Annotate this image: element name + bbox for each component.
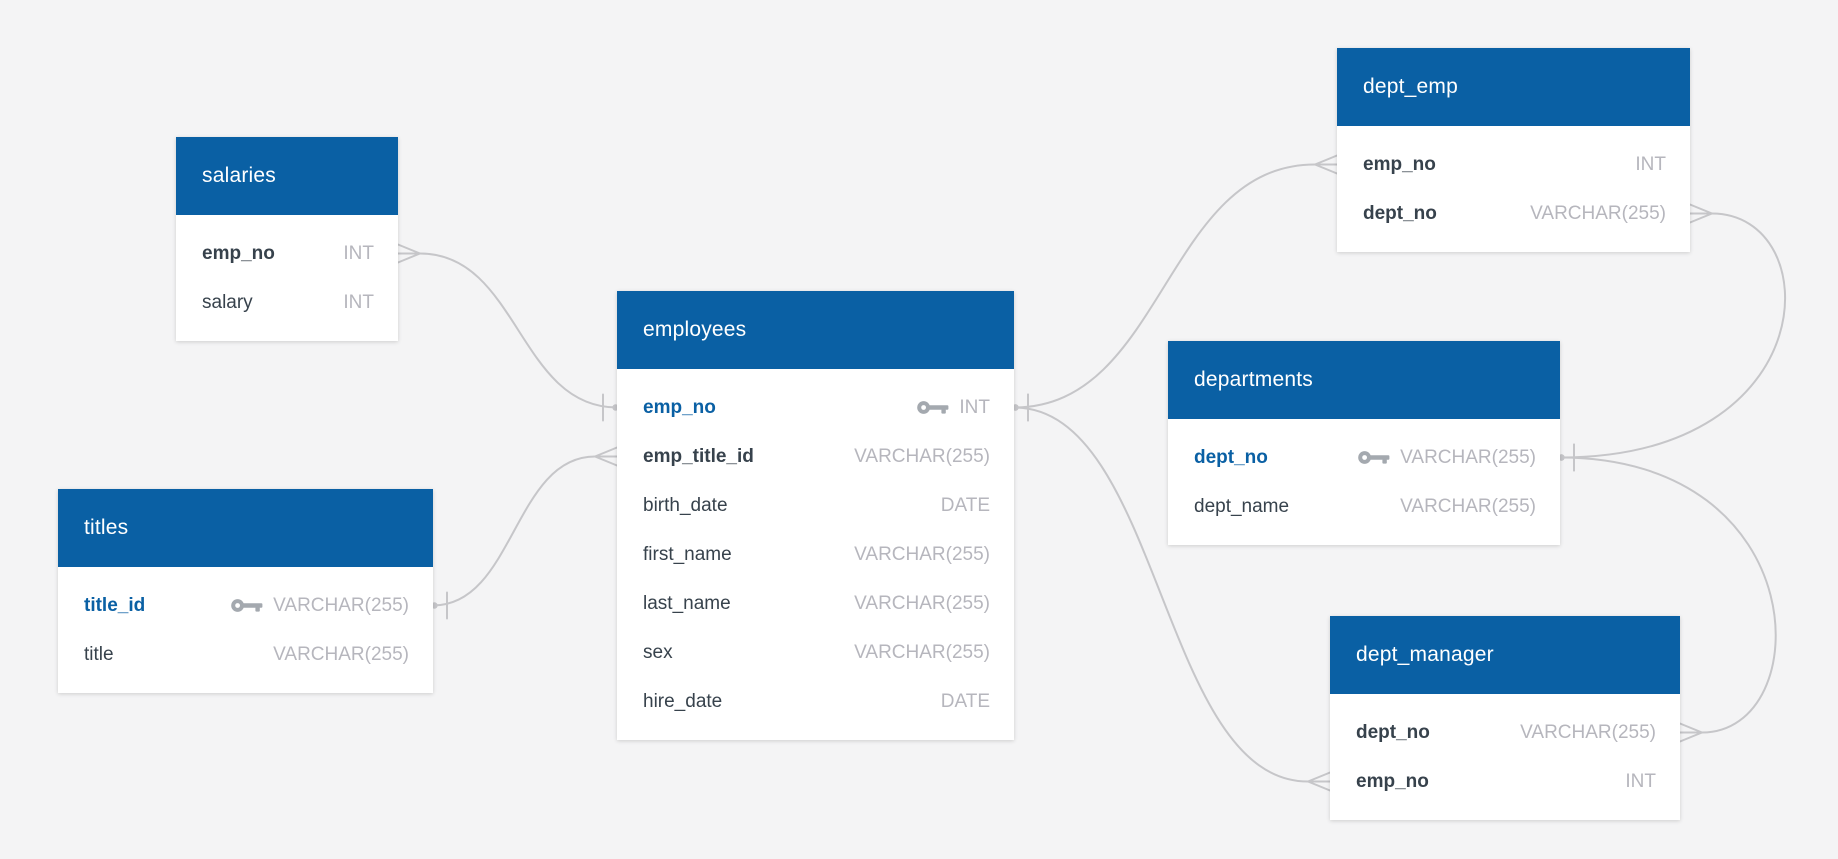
table-header-dept_manager[interactable]: dept_manager (1330, 616, 1680, 694)
relationship-connector (397, 243, 619, 422)
column-type: VARCHAR(255) (854, 543, 990, 565)
column-row-emp_no: emp_no INT (1337, 140, 1690, 189)
column-type: VARCHAR(255) (1400, 495, 1536, 517)
table-body: emp_no INT dept_no VARCHAR(255) (1337, 126, 1690, 252)
column-row-dept_no: dept_no VARCHAR(255) (1168, 433, 1560, 482)
column-name: salary (202, 291, 253, 313)
column-name: last_name (643, 592, 731, 614)
table-title: departments (1194, 368, 1313, 391)
relationship-line (1559, 212, 1787, 459)
column-row-last_name: last_name VARCHAR(255) (617, 579, 1014, 628)
relationship-line (419, 252, 618, 409)
column-name: dept_no (1363, 202, 1437, 224)
column-type: VARCHAR(255) (1530, 202, 1666, 224)
primary-key-icon (1358, 451, 1390, 464)
column-type: VARCHAR(255) (1520, 721, 1656, 743)
table-dept_emp[interactable]: dept_emp emp_no INT dept_no VARCHAR(255) (1337, 48, 1690, 252)
column-row-first_name: first_name VARCHAR(255) (617, 530, 1014, 579)
column-row-emp_title_id: emp_title_id VARCHAR(255) (617, 432, 1014, 481)
column-name: emp_no (202, 242, 275, 264)
column-type: DATE (940, 690, 990, 712)
column-name: emp_title_id (643, 445, 754, 467)
column-name: dept_no (1356, 721, 1430, 743)
column-row-title_id: title_id VARCHAR(255) (58, 581, 433, 630)
column-name: sex (643, 641, 673, 663)
table-dept_manager[interactable]: dept_manager dept_no VARCHAR(255) emp_no INT (1330, 616, 1680, 820)
column-row-birth_date: birth_date DATE (617, 481, 1014, 530)
column-row-sex: sex VARCHAR(255) (617, 628, 1014, 677)
column-type: VARCHAR(255) (273, 643, 409, 665)
column-name: emp_no (1356, 770, 1429, 792)
column-name: emp_no (1363, 153, 1436, 175)
relationship-line (1559, 456, 1777, 734)
table-title: employees (643, 318, 747, 341)
relationship-line (432, 455, 596, 607)
column-type: INT (1625, 770, 1656, 792)
column-name: dept_name (1194, 495, 1290, 517)
column-row-dept_no: dept_no VARCHAR(255) (1330, 708, 1680, 757)
crow-foot-many-marker (1307, 771, 1331, 792)
column-type: VARCHAR(255) (273, 594, 409, 616)
column-row-salary: salary INT (176, 278, 398, 327)
column-row-emp_no: emp_no INT (1330, 757, 1680, 806)
column-name: first_name (643, 543, 732, 565)
table-header-titles[interactable]: titles (58, 489, 433, 567)
table-header-dept_emp[interactable]: dept_emp (1337, 48, 1690, 126)
column-type: INT (343, 242, 374, 264)
column-row-dept_name: dept_name VARCHAR(255) (1168, 482, 1560, 531)
column-name: hire_date (643, 690, 723, 712)
table-title: titles (84, 516, 129, 539)
table-body: dept_no VARCHAR(255) emp_no INT (1330, 694, 1680, 820)
relationship-line (1013, 163, 1316, 409)
table-header-salaries[interactable]: salaries (176, 137, 398, 215)
table-title: salaries (202, 164, 276, 187)
crow-foot-many-marker (397, 243, 421, 264)
column-name: title (84, 643, 114, 665)
column-type: DATE (940, 494, 990, 516)
relationship-line (1013, 406, 1309, 783)
crow-foot-many-marker (594, 446, 618, 467)
primary-key-icon (917, 401, 949, 414)
column-row-emp_no: emp_no INT (617, 383, 1014, 432)
column-name: emp_no (643, 396, 716, 418)
crow-foot-many-marker (1689, 203, 1713, 224)
column-type: VARCHAR(255) (854, 641, 990, 663)
column-row-title: title VARCHAR(255) (58, 630, 433, 679)
table-title: dept_manager (1356, 643, 1494, 666)
column-row-dept_no: dept_no VARCHAR(255) (1337, 189, 1690, 238)
column-type: VARCHAR(255) (1400, 446, 1536, 468)
column-type: INT (1635, 153, 1666, 175)
column-row-emp_no: emp_no INT (176, 229, 398, 278)
column-type: VARCHAR(255) (854, 592, 990, 614)
table-header-departments[interactable]: departments (1168, 341, 1560, 419)
column-name: birth_date (643, 494, 728, 516)
crow-foot-many-marker (1314, 154, 1338, 175)
table-title: dept_emp (1363, 75, 1459, 98)
column-name: title_id (84, 594, 146, 616)
table-header-employees[interactable]: employees (617, 291, 1014, 369)
relationship-connector (431, 446, 618, 620)
primary-key-icon (231, 599, 263, 612)
column-type: INT (343, 291, 374, 313)
column-type: INT (959, 396, 990, 418)
column-name: dept_no (1194, 446, 1268, 468)
crow-foot-many-marker (1679, 722, 1703, 743)
column-row-hire_date: hire_date DATE (617, 677, 1014, 726)
column-type: VARCHAR(255) (854, 445, 990, 467)
